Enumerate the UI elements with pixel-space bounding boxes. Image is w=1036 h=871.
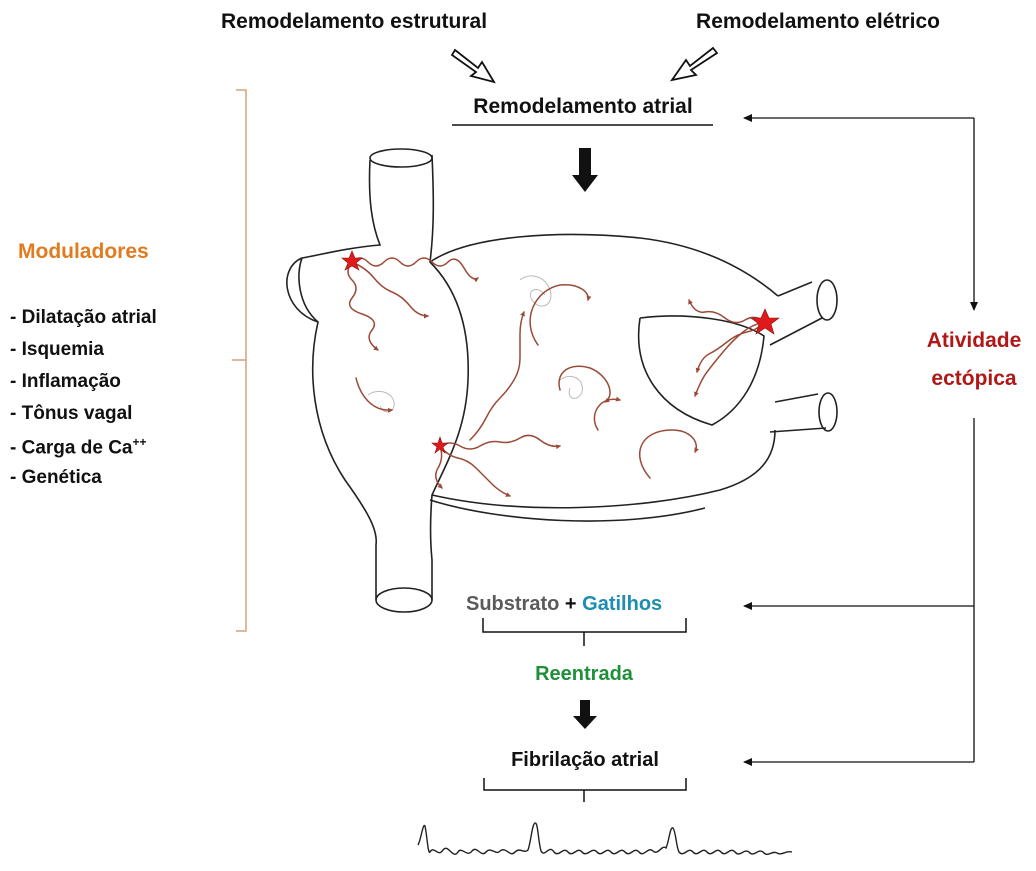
conduction-waves: [348, 258, 765, 496]
feedback-loop: [744, 118, 974, 762]
hollow-arrow-right: [672, 48, 717, 80]
ectopic-line-1: Atividade: [927, 329, 1022, 353]
calcium-superscript: ++: [132, 435, 146, 449]
modulator-item: - Dilatação atrial: [10, 307, 157, 329]
substrate-triggers-label: Substrato + Gatilhos: [466, 593, 662, 616]
triggers-label: Gatilhos: [582, 593, 662, 615]
electrical-remodeling-label: Remodelamento elétrico: [696, 10, 940, 34]
atrial-remodeling-label: Remodelamento atrial: [473, 95, 692, 119]
ecg-trace: [418, 823, 792, 854]
af-brace: [484, 778, 686, 802]
reentry-label: Reentrada: [535, 663, 633, 686]
modulators-title: Moduladores: [18, 240, 149, 264]
down-arrow-2: [573, 700, 597, 729]
modulator-item-calcium: - Carga de Ca++: [10, 435, 147, 459]
modulators-bracket: [232, 90, 246, 631]
hollow-arrow-left: [452, 50, 494, 82]
down-arrow-1: [572, 148, 598, 192]
ectopic-star-1: [342, 251, 362, 270]
modulator-item: - Inflamação: [10, 371, 121, 393]
modulator-item: - Isquemia: [10, 339, 104, 361]
modulator-item: - Genética: [10, 467, 102, 489]
structural-remodeling-label: Remodelamento estrutural: [221, 10, 487, 34]
af-label: Fibrilação atrial: [511, 749, 659, 772]
substrate-label: Substrato: [466, 593, 559, 615]
atria-illustration: [287, 149, 837, 612]
plus-sign: +: [565, 593, 577, 615]
modulator-item-text: - Carga de Ca: [10, 437, 132, 458]
modulator-item: - Tônus vagal: [10, 403, 132, 425]
ectopic-line-2: ectópica: [931, 367, 1016, 391]
substrate-brace: [483, 618, 686, 646]
ectopic-star-3: [432, 437, 448, 453]
